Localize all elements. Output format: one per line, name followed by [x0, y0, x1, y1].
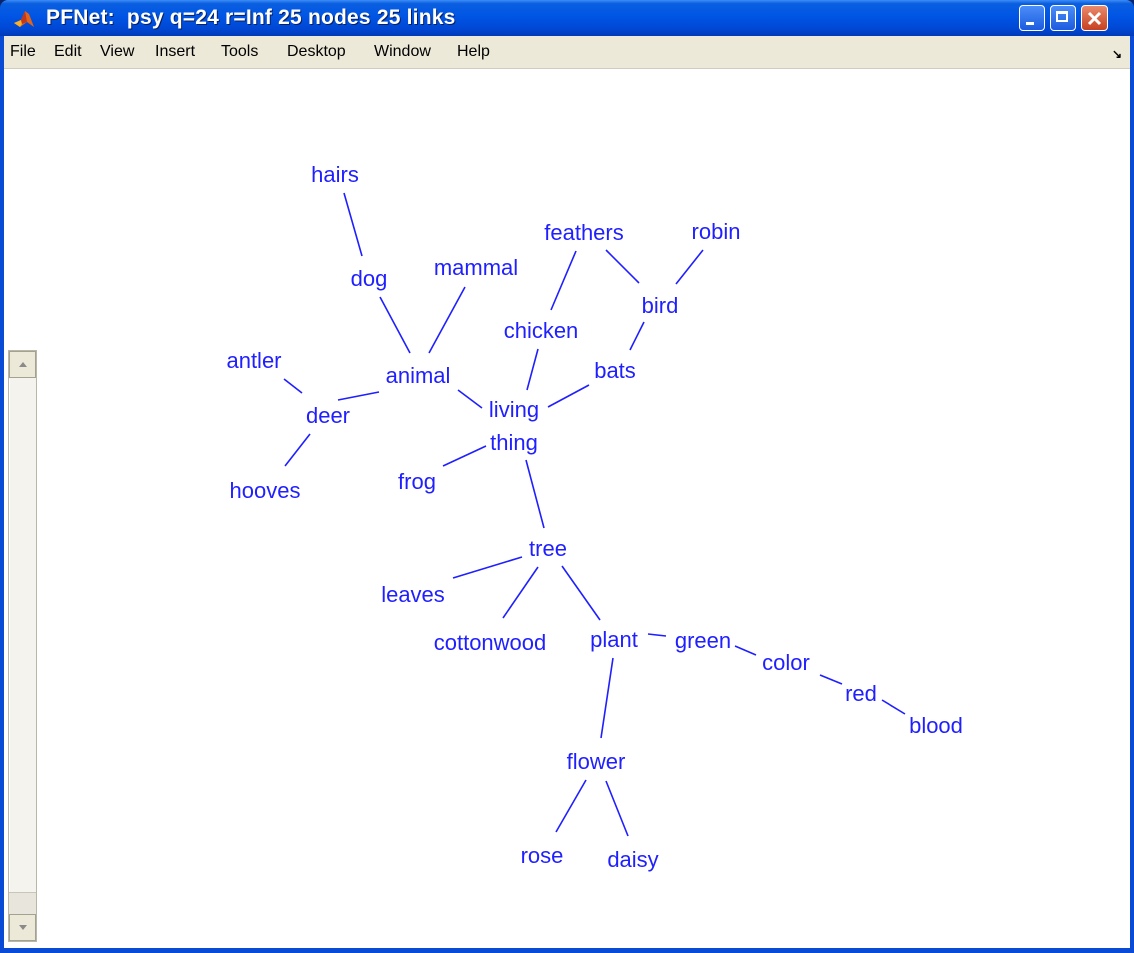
node-hairs[interactable]: hairs: [311, 162, 359, 187]
scroll-up-button[interactable]: [9, 351, 36, 378]
node-color[interactable]: color: [762, 650, 810, 675]
edge-green-color: [734, 645, 757, 656]
window-title: PFNet: psy q=24 r=Inf 25 nodes 25 links: [46, 6, 456, 29]
menu-file[interactable]: File: [10, 43, 36, 60]
edge-plant-flower: [600, 657, 614, 739]
edge-mammal-animal: [428, 286, 466, 354]
edge-bats-living: [547, 384, 590, 408]
window-frame-right: [1130, 36, 1134, 953]
title-bar[interactable]: PFNet: psy q=24 r=Inf 25 nodes 25 links: [0, 0, 1134, 36]
node-red[interactable]: red: [845, 681, 877, 706]
close-icon: [1087, 11, 1102, 26]
menu-insert[interactable]: Insert: [155, 43, 196, 60]
minimize-button[interactable]: [1019, 5, 1045, 31]
edge-plant-green: [647, 633, 667, 637]
node-dog[interactable]: dog: [351, 266, 388, 291]
node-animal[interactable]: animal: [386, 363, 451, 388]
edge-feathers-chicken: [550, 250, 577, 311]
vertical-slider[interactable]: [8, 350, 37, 942]
edge-thing-tree: [525, 459, 545, 529]
node-thing[interactable]: thing: [490, 430, 538, 455]
edge-dog-animal: [379, 296, 411, 354]
maximize-button[interactable]: [1050, 5, 1076, 31]
node-leaves[interactable]: leaves: [381, 582, 445, 607]
node-tree[interactable]: tree: [529, 536, 567, 561]
edge-chicken-living: [526, 348, 539, 391]
node-flower[interactable]: flower: [567, 749, 626, 774]
node-antler[interactable]: antler: [226, 348, 281, 373]
matlab-logo-icon: [14, 11, 34, 27]
node-deer[interactable]: deer: [306, 403, 350, 428]
edge-flower-rose: [555, 779, 587, 833]
window-frame-bottom: [0, 948, 1134, 953]
slider-track[interactable]: [9, 892, 36, 914]
menu-tools[interactable]: Tools: [221, 43, 259, 60]
edge-red-blood: [881, 699, 906, 715]
node-frog[interactable]: frog: [398, 469, 436, 494]
node-hooves[interactable]: hooves: [230, 478, 301, 503]
edge-thing-frog: [442, 445, 487, 467]
slider-thumb[interactable]: [9, 379, 36, 919]
node-robin[interactable]: robin: [692, 219, 741, 244]
node-bats[interactable]: bats: [594, 358, 636, 383]
node-daisy[interactable]: daisy: [607, 847, 658, 872]
menu-help[interactable]: Help: [457, 43, 490, 60]
close-button[interactable]: [1081, 5, 1108, 31]
window-frame-left: [0, 36, 4, 953]
menu-bar: File Edit View Insert Tools Desktop Wind…: [4, 36, 1130, 69]
node-chicken[interactable]: chicken: [504, 318, 579, 343]
edge-flower-daisy: [605, 780, 629, 837]
edge-antler-deer: [283, 378, 303, 394]
edge-tree-cottonwood: [502, 566, 539, 619]
scroll-down-button[interactable]: [9, 914, 36, 941]
node-plant[interactable]: plant: [590, 627, 638, 652]
node-cottonwood[interactable]: cottonwood: [434, 630, 547, 655]
figure-canvas: [4, 69, 1130, 948]
edge-deer-hooves: [284, 433, 311, 467]
edge-color-red: [819, 674, 843, 685]
node-rose[interactable]: rose: [521, 843, 564, 868]
node-living[interactable]: living: [489, 397, 539, 422]
edge-robin-bird: [675, 249, 704, 285]
edge-animal-living: [457, 389, 483, 409]
node-mammal[interactable]: mammal: [434, 255, 518, 280]
edge-feathers-bird: [605, 249, 640, 284]
edge-tree-leaves: [452, 556, 523, 579]
edge-bird-bats: [629, 321, 645, 351]
menu-view[interactable]: View: [100, 43, 135, 60]
node-blood[interactable]: blood: [909, 713, 963, 738]
edge-hairs-dog: [343, 192, 363, 257]
edge-deer-animal: [337, 391, 380, 401]
edge-tree-plant: [561, 565, 601, 621]
menu-window[interactable]: Window: [374, 43, 431, 60]
node-feathers[interactable]: feathers: [544, 220, 624, 245]
menu-desktop[interactable]: Desktop: [287, 43, 346, 60]
menu-edit[interactable]: Edit: [54, 43, 82, 60]
node-green[interactable]: green: [675, 628, 731, 653]
node-bird[interactable]: bird: [642, 293, 679, 318]
dock-figure-icon[interactable]: ↘: [1111, 47, 1122, 61]
